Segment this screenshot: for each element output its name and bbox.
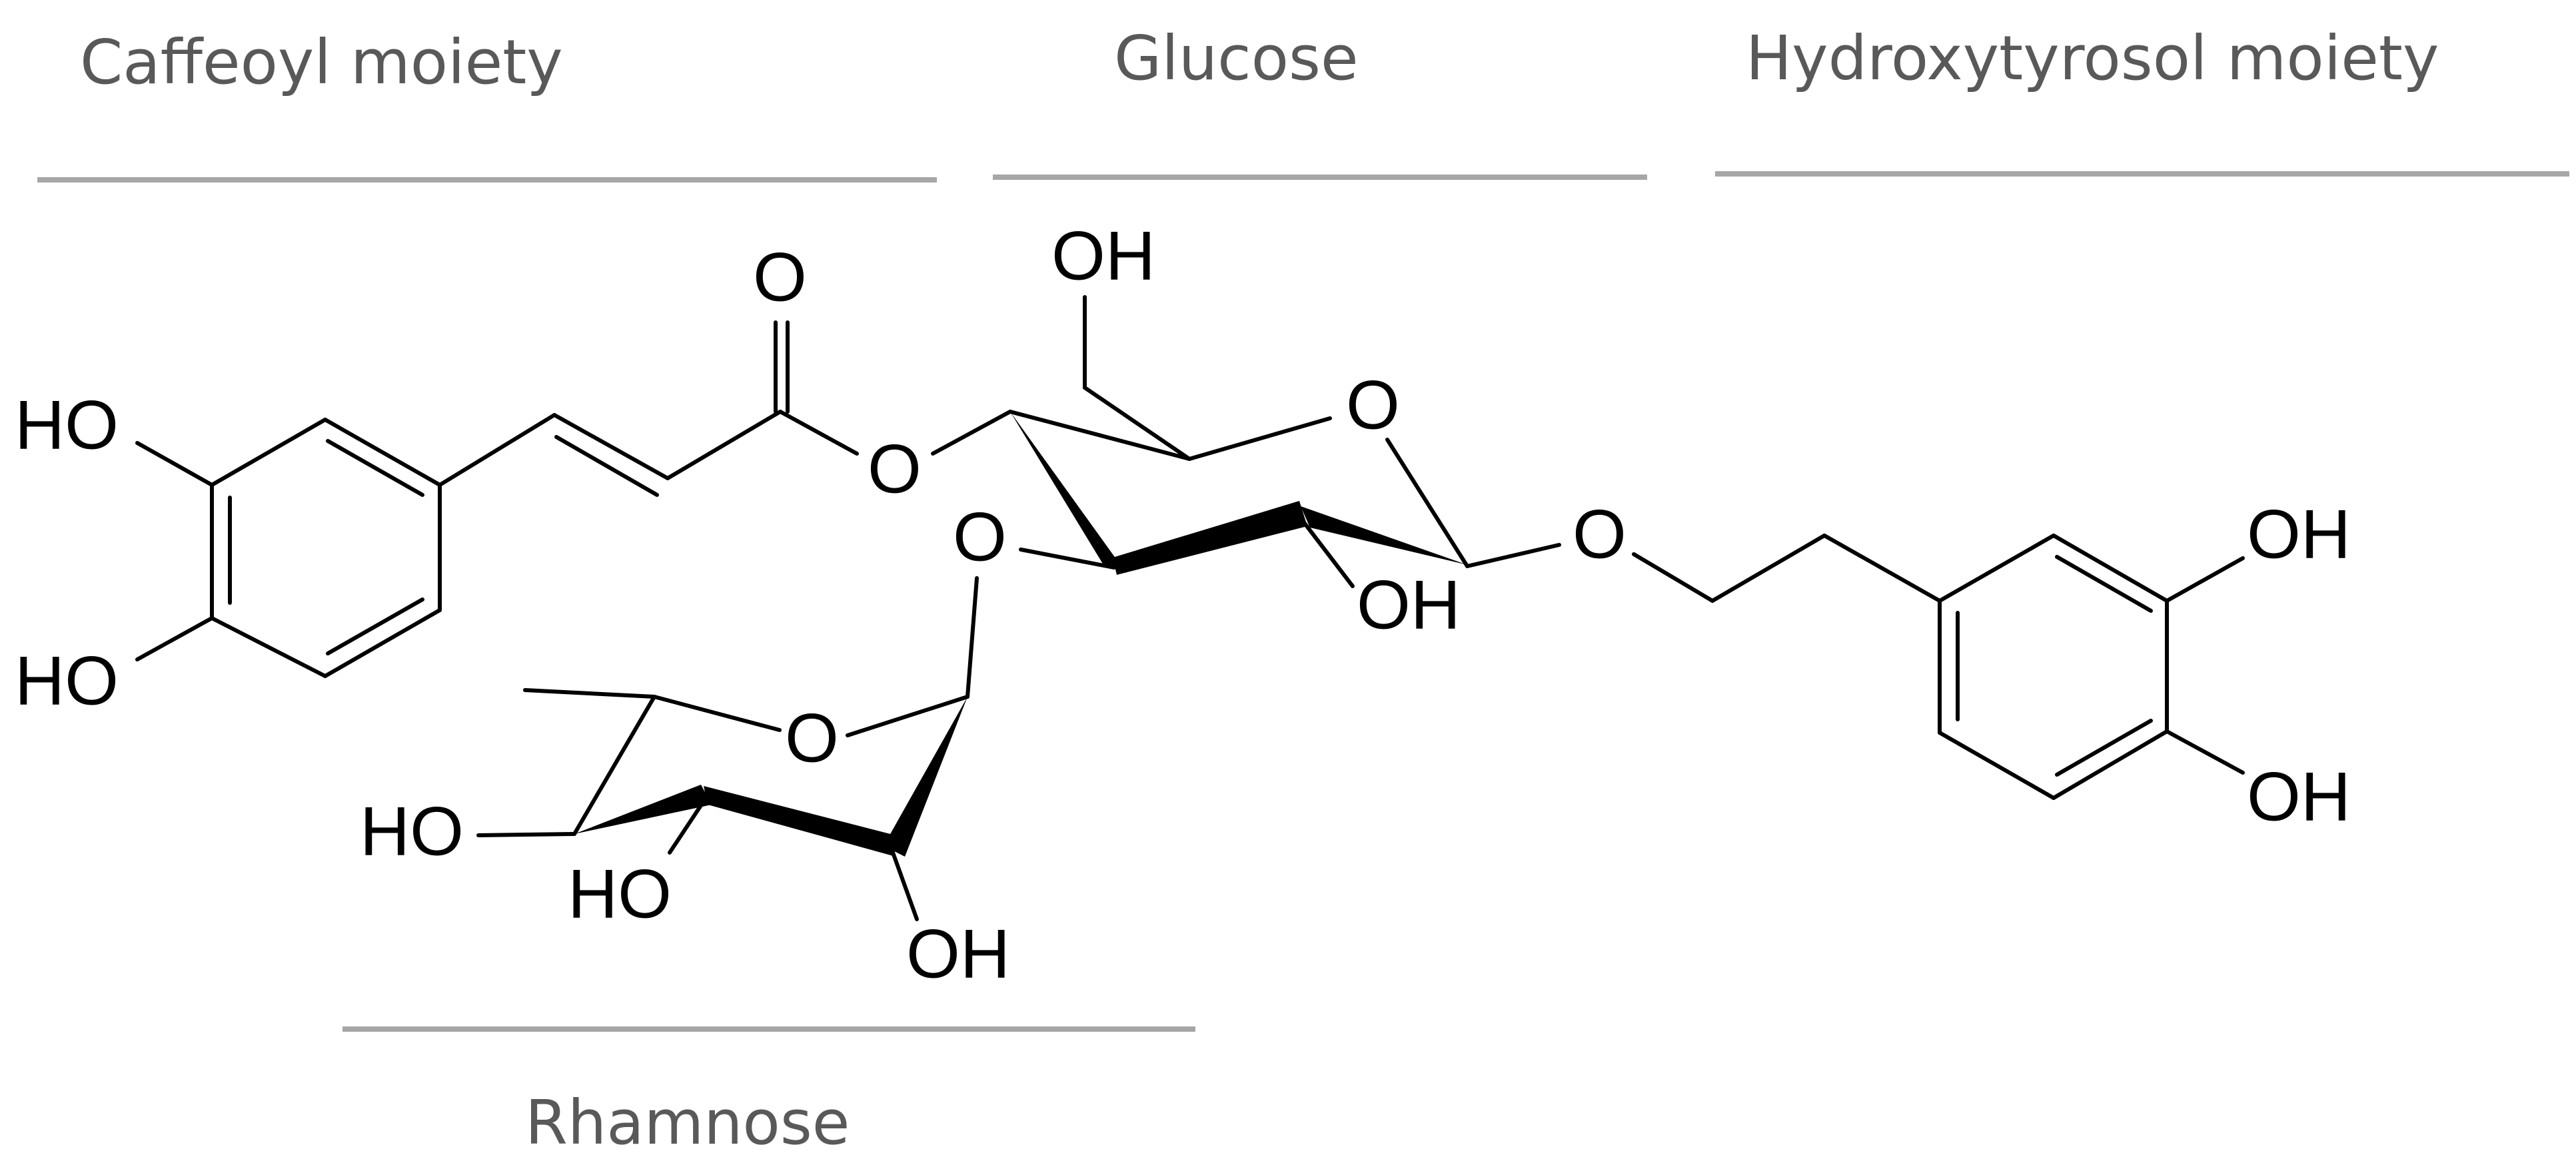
rhamnose-link-o-label: O (953, 498, 1007, 576)
rhamnose-ho-left-label: HO (360, 793, 464, 870)
rhamnose-ho-mid-label: HO (568, 855, 672, 933)
rhamnose-bonds (476, 576, 979, 921)
caffeoyl-ho-top-label: HO (15, 386, 119, 464)
caffeoyl-ho-bottom-label: HO (15, 642, 119, 719)
hydroxytyrosol-moiety-bonds (1632, 534, 2245, 800)
caffeoyl-moiety-rule (37, 177, 937, 183)
atom-labels: HO HO O O OH O OH O O O HO HO OH OH OH (15, 217, 2351, 992)
rhamnose-label: Rhamnose (525, 1087, 850, 1158)
caffeoyl-moiety-bonds (135, 320, 859, 678)
glucose-oh-label: OH (1357, 566, 1461, 643)
glucose-ring-o-label: O (1346, 366, 1400, 444)
glycosidic-o-label: O (1573, 496, 1626, 573)
hydroxytyrosol-moiety-rule (1715, 171, 2569, 177)
glucose-rule (993, 175, 1647, 180)
hydroxytyrosol-moiety-label: Hydroxytyrosol moiety (1746, 23, 2439, 94)
hydroxytyrosol-oh-bottom-label: OH (2247, 758, 2351, 835)
rhamnose-oh-label: OH (906, 915, 1010, 992)
rhamnose-rule (342, 1026, 1195, 1032)
glucose-ch2oh-label: OH (1051, 217, 1155, 294)
glucose-bonds (931, 295, 1561, 588)
caffeoyl-moiety-label: Caffeoyl moiety (80, 27, 563, 98)
ester-o-label: O (868, 430, 922, 508)
carbonyl-o-label: O (753, 238, 807, 316)
hydroxytyrosol-oh-top-label: OH (2247, 496, 2351, 573)
glucose-label: Glucose (1114, 23, 1359, 94)
rhamnose-ring-o-label: O (785, 699, 839, 777)
